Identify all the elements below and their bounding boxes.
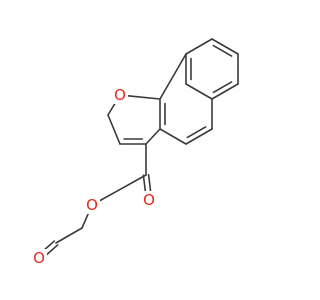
ring-b-bond <box>185 128 213 145</box>
ester-oxygen-atom: O <box>84 196 100 214</box>
molecule-diagram: O O O O <box>31 38 239 267</box>
bond-layer <box>42 38 239 256</box>
chain-bond <box>55 227 83 244</box>
carbonyl-oxygen-label: O <box>143 191 155 209</box>
carbonyl-double-bond <box>142 174 147 194</box>
aldehyde-oxygen-atom: O <box>31 249 47 267</box>
ring-a-double-bond <box>212 81 233 94</box>
aldehyde-double-bond <box>45 244 59 256</box>
ring-a-double-bond <box>212 44 233 57</box>
ring-b-bond <box>159 53 187 100</box>
carbonyl-oxygen-atom: O <box>141 191 157 209</box>
ester-oxygen-bond <box>81 211 90 229</box>
ring-a-bond <box>185 38 213 55</box>
ring-c-bond <box>145 128 161 145</box>
ester-oxygen-label: O <box>86 196 98 214</box>
ring-oxygen-atom: O <box>112 86 128 104</box>
ester-oxygen-bond <box>98 174 147 202</box>
ring-a-bond <box>185 83 213 100</box>
ring-a-bond <box>211 38 239 55</box>
ring-oxygen-label: O <box>114 86 126 104</box>
ring-a-bond <box>211 83 239 100</box>
ring-b-bond <box>159 128 187 145</box>
aldehyde-oxygen-label: O <box>33 249 45 267</box>
ring-c-bond <box>107 114 121 145</box>
ring-c-bond <box>107 101 117 116</box>
ring-b-double-bond <box>186 126 207 139</box>
carbonyl-double-bond <box>147 173 152 193</box>
ring-c-bond <box>127 94 161 100</box>
